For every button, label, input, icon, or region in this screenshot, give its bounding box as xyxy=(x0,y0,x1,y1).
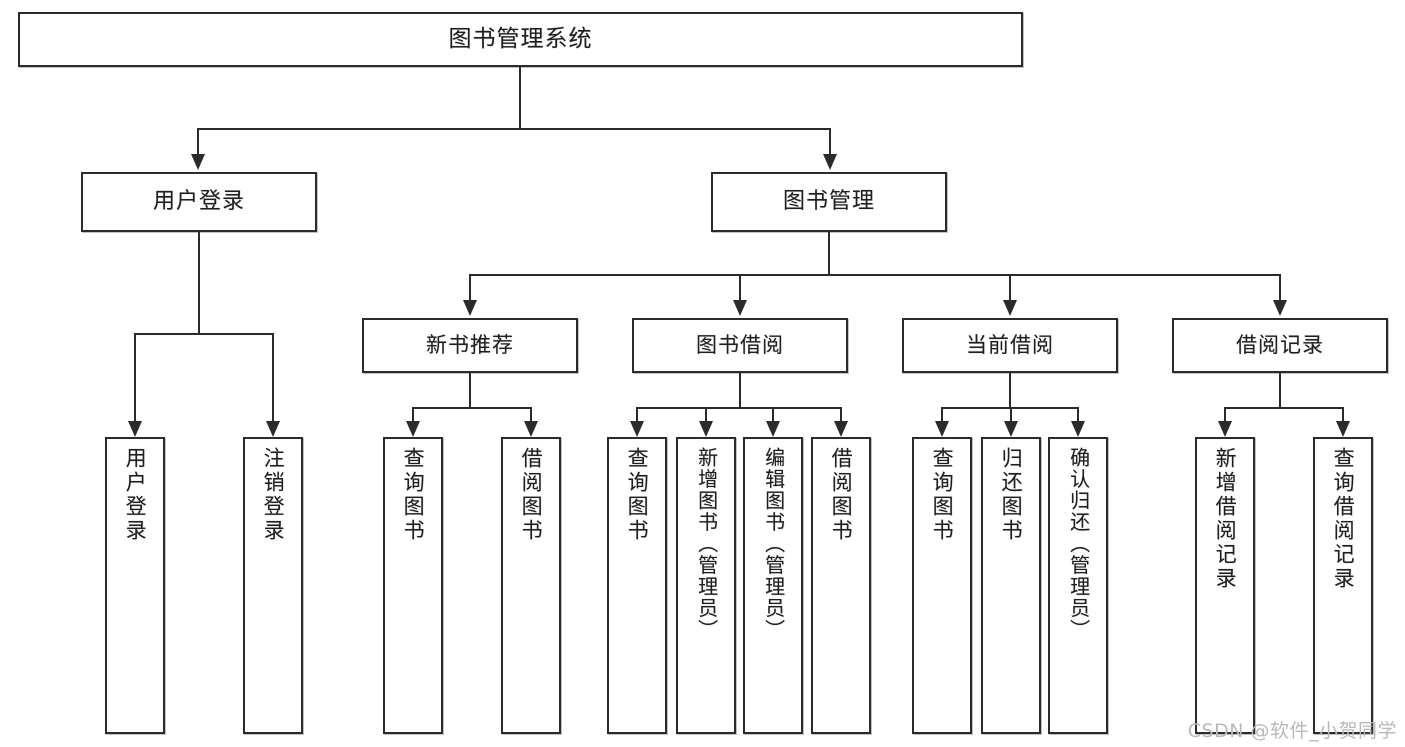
node-label: 当前借阅 xyxy=(966,333,1054,358)
node-label: 新增借阅记录 xyxy=(1213,447,1238,591)
connector-current-borrow-stem xyxy=(1009,373,1012,409)
connector-current-borrow-leaf-1 xyxy=(941,407,944,421)
connector-new-book-bus xyxy=(412,407,532,410)
connector-new-book-leaf-1 xyxy=(412,407,415,421)
node-label: 图书管理 xyxy=(782,189,875,215)
leaf-borrow-book[interactable]: 借阅图书 xyxy=(811,437,871,734)
node-label: 借阅记录 xyxy=(1236,333,1324,358)
arrow-book-borrow-leaf-3 xyxy=(766,421,780,437)
connector-book-borrow-leaf-4 xyxy=(840,407,843,421)
arrow-current-borrow-leaf-3 xyxy=(1071,421,1085,437)
connector-user-login-leaf-1 xyxy=(134,333,137,421)
connector-book-manage-to-new-book xyxy=(469,274,472,300)
connector-borrow-record-stem xyxy=(1279,373,1282,409)
leaf-confirm-return-admin[interactable]: 确认归还（管理员） xyxy=(1048,437,1108,734)
leaf-query-book-recommend[interactable]: 查询图书 xyxy=(383,437,443,734)
leaf-query-borrow-record[interactable]: 查询借阅记录 xyxy=(1313,437,1373,734)
connector-book-manage-to-record xyxy=(1279,274,1282,300)
arrow-book-borrow-leaf-2 xyxy=(699,421,713,437)
arrow-borrow-record-leaf-2 xyxy=(1336,421,1350,437)
connector-book-borrow-leaf-2 xyxy=(705,407,708,421)
arrow-root-to-user-login xyxy=(191,154,205,170)
node-label: 归还图书 xyxy=(999,447,1024,543)
leaf-edit-book-admin[interactable]: 编辑图书（管理员） xyxy=(743,437,803,734)
connector-book-borrow-leaf-1 xyxy=(636,407,639,421)
connector-borrow-record-leaf-2 xyxy=(1342,407,1345,421)
connector-root-bus xyxy=(197,128,831,131)
watermark-text: CSDN @软件_小贺同学 xyxy=(1187,720,1397,742)
node-label: 查询借阅记录 xyxy=(1331,447,1356,591)
connector-book-manage-bus xyxy=(469,274,1281,277)
node-root-system[interactable]: 图书管理系统 xyxy=(18,12,1023,67)
arrow-borrow-record-leaf-1 xyxy=(1218,421,1232,437)
connector-root-stem xyxy=(519,67,522,130)
leaf-borrow-book-recommend[interactable]: 借阅图书 xyxy=(501,437,561,734)
connector-borrow-record-leaf-1 xyxy=(1224,407,1227,421)
connector-user-login-leaf-2 xyxy=(272,333,275,421)
node-label: 图书管理系统 xyxy=(448,26,593,53)
arrow-book-manage-to-new-book xyxy=(463,300,477,316)
connector-user-login-stem xyxy=(198,232,201,335)
connector-root-to-book-manage xyxy=(829,128,832,154)
node-book-borrow[interactable]: 图书借阅 xyxy=(632,318,848,373)
arrow-book-manage-to-record xyxy=(1273,300,1287,316)
node-new-book-recommend[interactable]: 新书推荐 xyxy=(362,318,578,373)
node-label: 用户登录 xyxy=(152,189,245,215)
connector-book-borrow-stem xyxy=(739,373,742,409)
node-label: 借阅图书 xyxy=(829,447,854,543)
node-label: 新书推荐 xyxy=(426,333,514,358)
node-label: 查询图书 xyxy=(625,447,650,543)
arrow-current-borrow-leaf-1 xyxy=(935,421,949,437)
connector-new-book-leaf-2 xyxy=(530,407,533,421)
connector-current-borrow-leaf-2 xyxy=(1010,407,1013,421)
node-label: 新增图书（管理员） xyxy=(694,447,719,641)
node-label: 查询图书 xyxy=(930,447,955,543)
leaf-return-book[interactable]: 归还图书 xyxy=(981,437,1041,734)
arrow-new-book-leaf-1 xyxy=(406,421,420,437)
node-label: 图书借阅 xyxy=(696,333,784,358)
leaf-add-borrow-record[interactable]: 新增借阅记录 xyxy=(1195,437,1255,734)
leaf-logout[interactable]: 注销登录 xyxy=(243,437,303,734)
connector-new-book-stem xyxy=(469,373,472,409)
leaf-add-book-admin[interactable]: 新增图书（管理员） xyxy=(676,437,736,734)
node-borrow-record[interactable]: 借阅记录 xyxy=(1172,318,1388,373)
node-current-borrow[interactable]: 当前借阅 xyxy=(902,318,1118,373)
node-label: 确认归还（管理员） xyxy=(1066,447,1091,641)
node-book-management[interactable]: 图书管理 xyxy=(711,172,947,232)
connector-book-borrow-leaf-3 xyxy=(772,407,775,421)
node-label: 编辑图书（管理员） xyxy=(761,447,786,641)
leaf-query-book-current[interactable]: 查询图书 xyxy=(912,437,972,734)
leaf-query-book-borrow[interactable]: 查询图书 xyxy=(607,437,667,734)
arrow-user-login-leaf-2 xyxy=(266,421,280,437)
arrow-book-manage-to-borrow xyxy=(733,300,747,316)
node-label: 注销登录 xyxy=(261,447,286,543)
connector-book-manage-stem xyxy=(828,232,831,276)
node-user-login[interactable]: 用户登录 xyxy=(81,172,317,232)
arrow-user-login-leaf-1 xyxy=(128,421,142,437)
arrow-book-borrow-leaf-1 xyxy=(630,421,644,437)
connector-current-borrow-leaf-3 xyxy=(1077,407,1080,421)
connector-borrow-record-bus xyxy=(1224,407,1344,410)
connector-book-manage-to-current xyxy=(1009,274,1012,300)
node-label: 借阅图书 xyxy=(519,447,544,543)
arrow-book-borrow-leaf-4 xyxy=(834,421,848,437)
arrow-current-borrow-leaf-2 xyxy=(1004,421,1018,437)
connector-root-to-user-login xyxy=(197,128,200,154)
connector-book-borrow-bus xyxy=(636,407,842,410)
connector-book-manage-to-borrow xyxy=(739,274,742,300)
arrow-book-manage-to-current xyxy=(1003,300,1017,316)
arrow-new-book-leaf-2 xyxy=(524,421,538,437)
node-label: 用户登录 xyxy=(123,447,148,543)
connector-user-login-bus xyxy=(134,333,272,336)
node-label: 查询图书 xyxy=(401,447,426,543)
leaf-user-login[interactable]: 用户登录 xyxy=(105,437,165,734)
arrow-root-to-book-manage xyxy=(823,154,837,170)
